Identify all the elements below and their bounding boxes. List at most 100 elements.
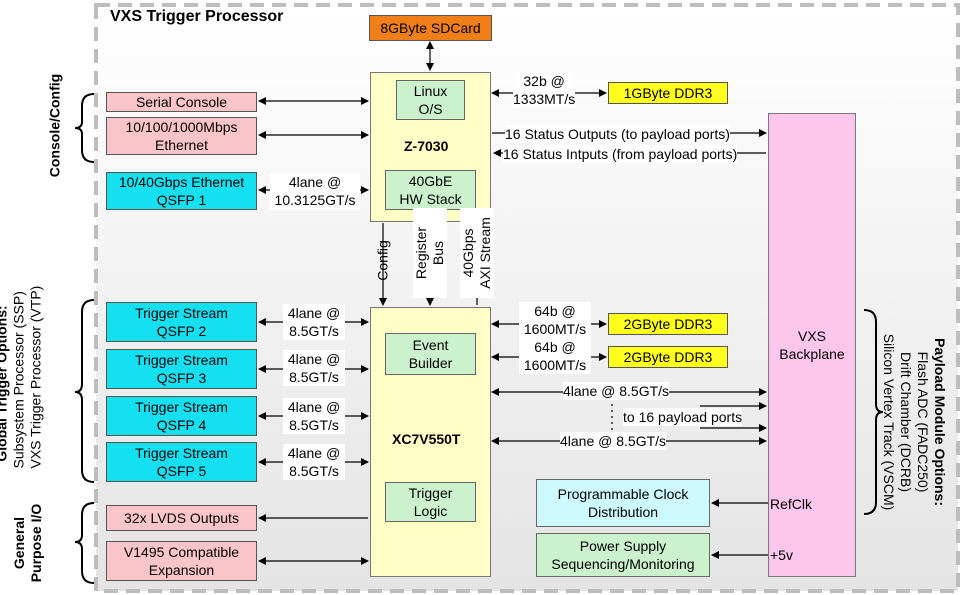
ddr3-fpga-link-2-line-2: 1600MT/s xyxy=(523,357,587,373)
v1495-line-1: V1495 Compatible xyxy=(123,544,240,560)
qsfp5-link-label: 4lane @ 8.5GT/s xyxy=(283,444,345,480)
qsfp3-link-line-1: 4lane @ xyxy=(287,351,341,367)
v1495-box: V1495 Compatible Expansion xyxy=(106,541,257,581)
fpga-name: XC7V550T xyxy=(392,431,461,447)
qsfp4-link-line-2: 8.5GT/s xyxy=(289,417,339,433)
axi-stream-line-1: 40Gbps xyxy=(460,228,476,278)
qsfp3-line-1: Trigger Stream xyxy=(135,352,228,368)
ddr3-fpga-link-label-1: 64b @ 1600MT/s xyxy=(519,302,591,338)
gpio-section-line-1: General xyxy=(11,516,27,570)
payload-ports-label: to 16 payload ports xyxy=(623,408,743,426)
qsfp1-link-label: 4lane @ 10.3125GT/s xyxy=(270,173,360,209)
ddr3-fpga-link-1-line-1: 64b @ xyxy=(534,303,576,319)
axi-stream-line-2: AXI Stream xyxy=(477,217,493,289)
ddr3-fpga-box-2: 2GByte DDR3 xyxy=(608,346,728,368)
clock-line-1: Programmable Clock xyxy=(557,486,689,502)
ddr3-zynq-link-line-2: 1333MT/s xyxy=(513,91,576,107)
gbe-line-1: 40GbE xyxy=(408,173,453,189)
register-bus-line-1: Register xyxy=(413,226,429,280)
plus5v-label: +5v xyxy=(770,547,793,563)
gpio-bracket xyxy=(74,502,95,584)
payload-module-option-2: Drift Chamber (DCRB) xyxy=(898,351,914,492)
ddr3-zynq-link-line-1: 32b @ xyxy=(523,73,565,89)
board-title: VXS Trigger Processor xyxy=(110,8,284,25)
qsfp4-line-2: QSFP 4 xyxy=(156,417,207,433)
ethernet-line-2: Ethernet xyxy=(155,137,208,153)
lvds-outputs-label: 32x LVDS Outputs xyxy=(124,510,239,526)
ddr3-fpga-link-2-line-1: 64b @ xyxy=(534,339,576,355)
power-line-2: Sequencing/Monitoring xyxy=(551,556,695,572)
global-trigger-option-2: VXS Trigger Processor (VTP) xyxy=(27,285,44,469)
status-outputs-label: 16 Status Outputs (to payload ports) xyxy=(505,125,730,143)
ddr3-fpga-link-label-2: 64b @ 1600MT/s xyxy=(519,338,591,374)
payload-link-label-b: 4lane @ 8.5GT/s xyxy=(560,432,667,450)
qsfp5-line-1: Trigger Stream xyxy=(135,445,228,461)
qsfp2-line-1: Trigger Stream xyxy=(135,305,228,321)
qsfp3-link-line-2: 8.5GT/s xyxy=(289,369,339,385)
trigger-stream-qsfp3: Trigger Stream QSFP 3 xyxy=(106,349,257,389)
qsfp2-link-label: 4lane @ 8.5GT/s xyxy=(283,304,345,340)
trigger-stream-qsfp4: Trigger Stream QSFP 4 xyxy=(106,396,257,436)
console-config-label: Console/Config xyxy=(46,73,63,178)
ddr3-zynq-link-label: 32b @ 1333MT/s xyxy=(513,72,576,108)
clock-line-2: Distribution xyxy=(587,504,659,520)
trigger-logic-line-1: Trigger xyxy=(408,485,453,501)
gbe-stack-block: 40GbE HW Stack xyxy=(385,170,476,210)
v1495-line-2: Expansion xyxy=(148,562,215,578)
payload-module-label: Payload Module Options: Flash ADC (FADC2… xyxy=(880,322,948,522)
ethernet-box: 10/100/1000Mbps Ethernet xyxy=(106,117,257,155)
qsfp4-link-line-1: 4lane @ xyxy=(287,399,341,415)
ddr3-fpga-box-1: 2GByte DDR3 xyxy=(608,313,728,335)
ddr3-fpga-label-1: 2GByte DDR3 xyxy=(623,316,713,332)
gbe-line-2: HW Stack xyxy=(399,191,462,207)
event-builder-block: Event Builder xyxy=(385,333,476,375)
payload-link-label-a: 4lane @ 8.5GT/s xyxy=(563,382,670,400)
qsfp1-link-line-1: 4lane @ xyxy=(288,174,342,190)
qsfp5-link-line-1: 4lane @ xyxy=(287,445,341,461)
payload-bracket xyxy=(863,309,884,515)
qsfp1-line-2: QSFP 1 xyxy=(156,192,207,208)
linux-line-1: Linux xyxy=(413,83,448,99)
ddr3-zynq-label: 1GByte DDR3 xyxy=(623,85,713,101)
qsfp4-line-1: Trigger Stream xyxy=(135,399,228,415)
payload-module-title: Payload Module Options: xyxy=(932,337,948,506)
event-builder-line-2: Builder xyxy=(408,355,453,371)
gpio-section-line-2: Purpose I/O xyxy=(28,503,44,583)
event-builder-line-1: Event xyxy=(412,337,449,353)
trigger-logic-block: Trigger Logic xyxy=(385,482,476,522)
power-line-1: Power Supply xyxy=(579,538,667,554)
axi-stream-label: 40Gbps AXI Stream xyxy=(460,208,494,298)
vxs-backplane: VXS Backplane xyxy=(768,113,856,577)
qsfp4-link-label: 4lane @ 8.5GT/s xyxy=(283,398,345,434)
register-bus-label: Register Bus xyxy=(413,208,447,298)
qsfp1-link-line-2: 10.3125GT/s xyxy=(274,192,356,208)
config-bus-label: Config xyxy=(374,240,391,281)
backplane-line-2: Backplane xyxy=(779,346,845,362)
sdcard-label: 8GByte SDCard xyxy=(380,20,481,36)
register-bus-line-2: Bus xyxy=(430,240,446,266)
status-inputs-label: 16 Status Intputs (from payload ports) xyxy=(503,145,738,163)
global-trigger-bracket xyxy=(74,299,95,483)
console-bracket xyxy=(74,93,95,163)
ethernet-line-1: 10/100/1000Mbps xyxy=(125,119,238,135)
lvds-outputs-box: 32x LVDS Outputs xyxy=(106,505,257,531)
zynq-name: Z-7030 xyxy=(404,138,449,154)
linux-line-2: O/S xyxy=(418,101,443,117)
trigger-stream-qsfp5: Trigger Stream QSFP 5 xyxy=(106,442,257,482)
qsfp1-box: 10/40Gbps Ethernet QSFP 1 xyxy=(106,172,257,210)
ddr3-fpga-link-1-line-2: 1600MT/s xyxy=(523,321,587,337)
backplane-line-1: VXS xyxy=(797,328,826,344)
trigger-stream-qsfp2: Trigger Stream QSFP 2 xyxy=(106,302,257,342)
serial-console-box: Serial Console xyxy=(106,92,257,112)
qsfp1-line-1: 10/40Gbps Ethernet xyxy=(118,174,245,190)
refclk-label: RefClk xyxy=(770,496,813,512)
gpio-section-label: General Purpose I/O xyxy=(11,493,45,593)
qsfp5-line-2: QSFP 5 xyxy=(156,463,207,479)
qsfp5-link-line-2: 8.5GT/s xyxy=(289,463,339,479)
payload-module-option-3: Silicon Vertex Track (VSCM) xyxy=(881,333,897,511)
payload-module-option-1: Flash ADC (FADC250) xyxy=(915,351,931,493)
qsfp2-link-line-2: 8.5GT/s xyxy=(289,323,339,339)
linux-os-block: Linux O/S xyxy=(396,80,465,120)
trigger-logic-line-2: Logic xyxy=(413,503,448,519)
global-trigger-option-1: Subsystem Processor (SSP) xyxy=(10,291,27,469)
